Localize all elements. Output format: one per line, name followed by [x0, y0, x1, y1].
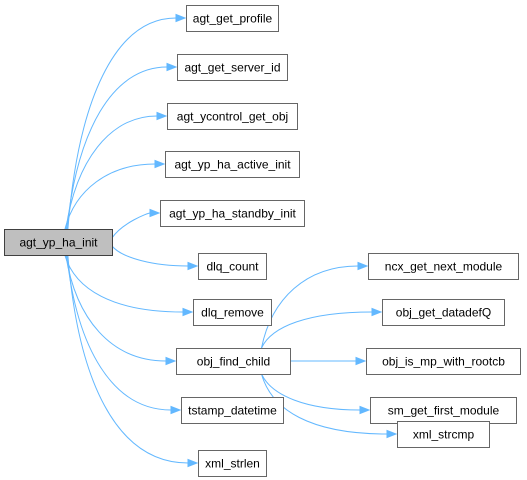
- arrowhead: [187, 458, 199, 468]
- node-label: ncx_get_next_module: [385, 260, 503, 274]
- node-label: agt_yp_ha_init: [19, 236, 98, 250]
- edge-n1: [67, 17, 177, 230]
- node-obj-get-datadefq[interactable]: obj_get_datadefQ: [382, 299, 505, 326]
- node-obj-is-mp-with-rootcb[interactable]: obj_is_mp_with_rootcb: [366, 348, 521, 375]
- node-box: [193, 299, 272, 326]
- node-box: [382, 299, 505, 326]
- node-label: dlq_count: [206, 260, 259, 274]
- edge-n14: [261, 373, 361, 411]
- arrowhead: [170, 405, 182, 415]
- node-box: [198, 253, 267, 280]
- arrowhead: [182, 307, 194, 317]
- node-box: [198, 450, 267, 477]
- edge-n8: [65, 254, 167, 362]
- edge-n10: [67, 254, 189, 464]
- node-box: [370, 397, 517, 424]
- node-label: obj_is_mp_with_rootcb: [382, 355, 505, 369]
- node-agt-yp-ha-active-init[interactable]: agt_yp_ha_active_init: [165, 151, 300, 178]
- edge-n4: [64, 163, 156, 230]
- arrowhead: [175, 13, 187, 23]
- node-agt-yp-ha-init[interactable]: agt_yp_ha_init: [4, 229, 113, 256]
- arrowhead: [166, 62, 178, 72]
- node-dlq-remove[interactable]: dlq_remove: [193, 299, 272, 326]
- node-box: [4, 229, 113, 256]
- node-label: agt_ycontrol_get_obj: [177, 110, 288, 124]
- arrowhead: [187, 261, 199, 271]
- node-label: dlq_remove: [201, 306, 264, 320]
- arrowhead: [359, 405, 371, 415]
- node-xml-strcmp[interactable]: xml_strcmp: [397, 421, 490, 448]
- arrowhead: [156, 111, 168, 121]
- edge-n6: [111, 245, 189, 267]
- edge-n7: [64, 254, 184, 313]
- arrowhead: [355, 356, 367, 366]
- arrowhead: [371, 307, 383, 317]
- edge-n9: [66, 254, 172, 411]
- nodes-layer: agt_yp_ha_init agt_get_profile agt_get_ser…: [4, 5, 521, 477]
- node-tstamp-datetime[interactable]: tstamp_datetime: [181, 397, 284, 424]
- node-label: tstamp_datetime: [188, 404, 277, 418]
- node-label: sm_get_first_module: [388, 404, 500, 418]
- edge-n2: [66, 66, 168, 230]
- node-agt-get-profile[interactable]: agt_get_profile: [186, 5, 279, 32]
- node-ncx-get-next-module[interactable]: ncx_get_next_module: [368, 253, 519, 280]
- node-obj-find-child[interactable]: obj_find_child: [176, 348, 291, 375]
- node-box: [397, 421, 490, 448]
- edge-n15: [261, 373, 388, 435]
- node-label: agt_yp_ha_standby_init: [169, 207, 296, 221]
- node-label: agt_yp_ha_active_init: [174, 158, 291, 172]
- node-box: [165, 151, 300, 178]
- edge-n3: [65, 115, 158, 230]
- node-box: [366, 348, 521, 375]
- node-agt-yp-ha-standby-init[interactable]: agt_yp_ha_standby_init: [160, 200, 305, 227]
- node-dlq-count[interactable]: dlq_count: [198, 253, 267, 280]
- node-box: [181, 397, 284, 424]
- edge-n5: [111, 212, 151, 239]
- arrowhead: [357, 261, 369, 271]
- node-box: [177, 54, 288, 81]
- edges-layer: [64, 13, 398, 468]
- node-box: [160, 200, 305, 227]
- node-box: [186, 5, 279, 32]
- node-box: [167, 103, 298, 130]
- node-agt-ycontrol-get-obj[interactable]: agt_ycontrol_get_obj: [167, 103, 298, 130]
- arrowhead: [165, 356, 177, 366]
- node-box: [368, 253, 519, 280]
- arrowhead: [386, 429, 398, 439]
- node-label: agt_get_server_id: [184, 61, 280, 75]
- edge-n11: [261, 265, 359, 349]
- node-agt-get-server-id[interactable]: agt_get_server_id: [177, 54, 288, 81]
- node-label: agt_get_profile: [193, 12, 273, 26]
- node-label: xml_strcmp: [413, 428, 475, 442]
- node-label: xml_strlen: [205, 457, 260, 471]
- node-label: obj_get_datadefQ: [396, 306, 491, 320]
- node-sm-get-first-module[interactable]: sm_get_first_module: [370, 397, 517, 424]
- edge-n12: [261, 311, 373, 349]
- node-xml-strlen[interactable]: xml_strlen: [198, 450, 267, 477]
- arrowhead: [154, 159, 166, 169]
- node-label: obj_find_child: [197, 355, 270, 369]
- arrowhead: [149, 208, 161, 218]
- node-box: [176, 348, 291, 375]
